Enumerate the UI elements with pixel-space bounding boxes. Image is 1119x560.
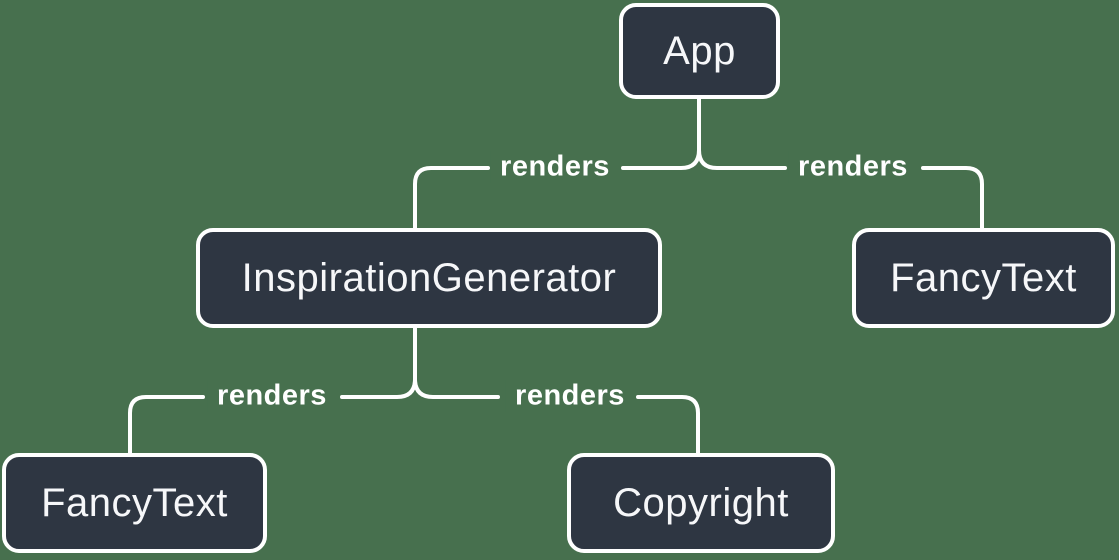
node-app-label: App	[663, 28, 736, 73]
edge-label-renders: renders	[788, 150, 918, 184]
edge-app-fancytext-segment-b	[921, 166, 984, 232]
node-copyright: Copyright	[567, 453, 835, 553]
edge-label-renders: renders	[505, 379, 635, 413]
node-app: App	[619, 3, 780, 99]
node-copyright-label: Copyright	[613, 480, 789, 525]
edge-inspirationgenerator-fancytext-segment-b	[128, 395, 205, 457]
node-inspiration-generator-label: InspirationGenerator	[241, 255, 617, 300]
node-fancy-text-left: FancyText	[2, 453, 267, 553]
node-fancy-text-left-label: FancyText	[41, 480, 228, 525]
node-inspiration-generator: InspirationGenerator	[196, 228, 662, 328]
edge-app-inspirationgenerator-segment-b	[413, 166, 490, 232]
node-fancy-text-right: FancyText	[852, 228, 1115, 328]
edge-app-inspirationgenerator-segment-a	[621, 96, 701, 170]
edge-inspirationgenerator-copyright-segment-b	[636, 395, 700, 457]
node-fancy-text-right-label: FancyText	[890, 255, 1077, 300]
edge-inspirationgenerator-fancytext-segment-a	[340, 324, 417, 399]
edge-label-renders: renders	[207, 379, 337, 413]
edge-inspirationgenerator-copyright-segment-a	[413, 324, 500, 399]
edge-app-fancytext-segment-a	[697, 96, 787, 170]
edge-label-renders: renders	[490, 150, 620, 184]
